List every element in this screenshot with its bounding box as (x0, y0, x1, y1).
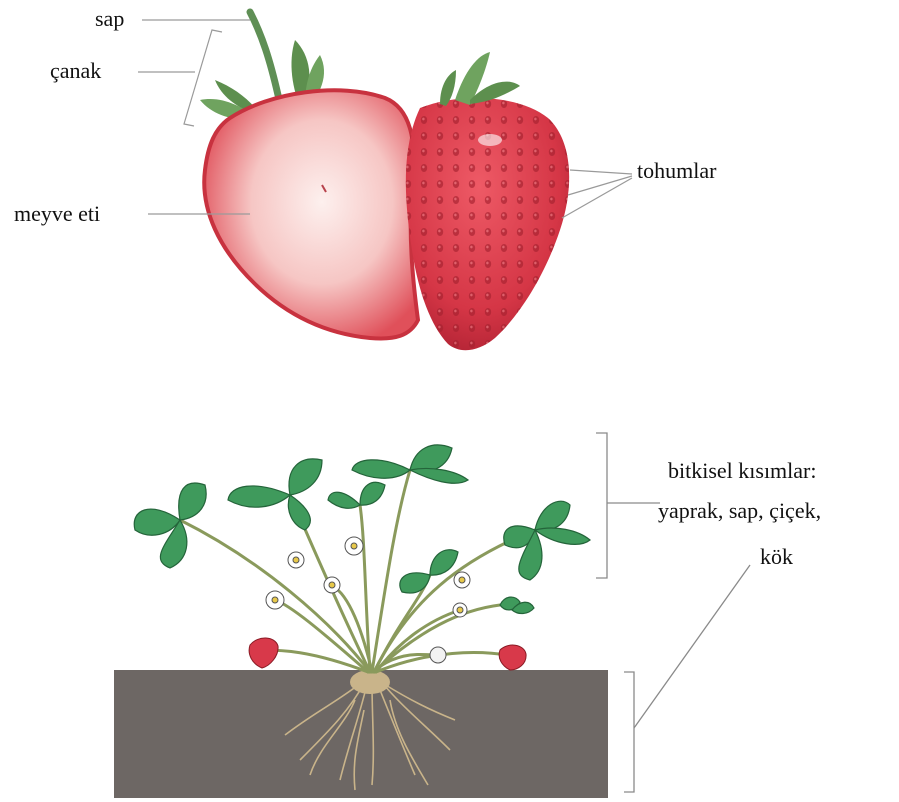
seeds-label: tohumlar (637, 160, 716, 182)
root-label: kök (760, 546, 793, 568)
flesh-label: meyve eti (14, 203, 100, 225)
brackets (596, 433, 750, 792)
vegetative-parts-label-line2: yaprak, sap, çiçek, (658, 500, 821, 522)
cut-strawberry-illustration (200, 12, 569, 350)
vegetative-parts-label-line1: bitkisel kısımlar: (668, 460, 817, 482)
stem-label: sap (95, 8, 124, 30)
calyx-label: çanak (50, 60, 101, 82)
